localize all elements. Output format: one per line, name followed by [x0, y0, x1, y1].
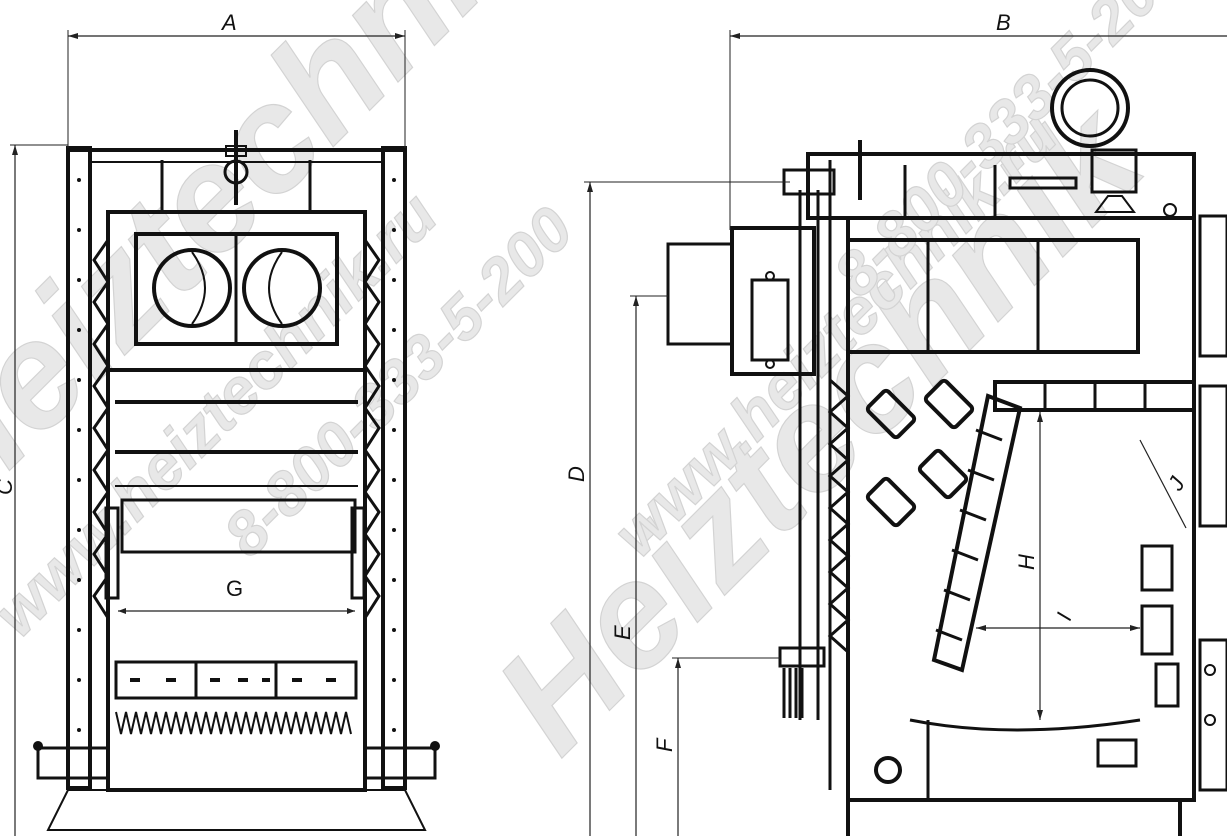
dimension-B: B	[729, 10, 1227, 230]
flue-circle-left	[152, 248, 232, 328]
dimension-H-label: H	[1014, 554, 1039, 570]
ceramic-inserts	[865, 378, 975, 528]
watermark-layer: Heiztechnik Heiztechnik www.heiztechnik.…	[0, 0, 1197, 783]
dimension-B-label: B	[996, 10, 1011, 35]
flue-circle-right	[242, 248, 322, 328]
dimension-J-line	[1139, 439, 1187, 529]
dimension-C: C	[0, 144, 68, 836]
dimension-D-label: D	[564, 466, 589, 482]
flue-pipe	[1050, 68, 1130, 148]
side-ribs	[827, 378, 851, 654]
front-base-plate	[46, 789, 427, 831]
grate-teeth	[115, 711, 352, 735]
front-view: G	[33, 130, 440, 831]
upper-cover	[846, 238, 1140, 354]
door-hinge	[104, 506, 120, 600]
middle-door	[120, 498, 357, 554]
dimension-G-label: G	[226, 576, 243, 601]
front-rail-rivets	[77, 178, 396, 732]
flue-stub	[666, 242, 734, 346]
left-ribs	[92, 239, 110, 619]
dimension-F-label: F	[652, 737, 677, 752]
ash-pan	[909, 718, 1141, 732]
dimension-E: E	[610, 295, 668, 836]
right-foot	[363, 746, 437, 780]
dimension-D: D	[564, 181, 790, 836]
left-foot	[36, 746, 110, 780]
side-view: H I J	[666, 68, 1227, 836]
dimension-I-label: I	[1051, 609, 1077, 623]
dimension-E-label: E	[610, 625, 635, 640]
door-hinge	[350, 506, 366, 600]
side-body	[846, 216, 1196, 802]
dimension-C-label: C	[0, 479, 17, 495]
inclined-grate	[931, 393, 1023, 673]
lifting-eye	[223, 130, 249, 205]
ash-door	[114, 660, 358, 700]
dimension-A-label: A	[220, 10, 237, 35]
dimension-F: F	[652, 657, 780, 836]
cleaning-port	[874, 756, 902, 784]
dimension-A: A	[67, 10, 406, 148]
heater-coil	[782, 668, 804, 718]
right-ribs	[363, 239, 381, 619]
